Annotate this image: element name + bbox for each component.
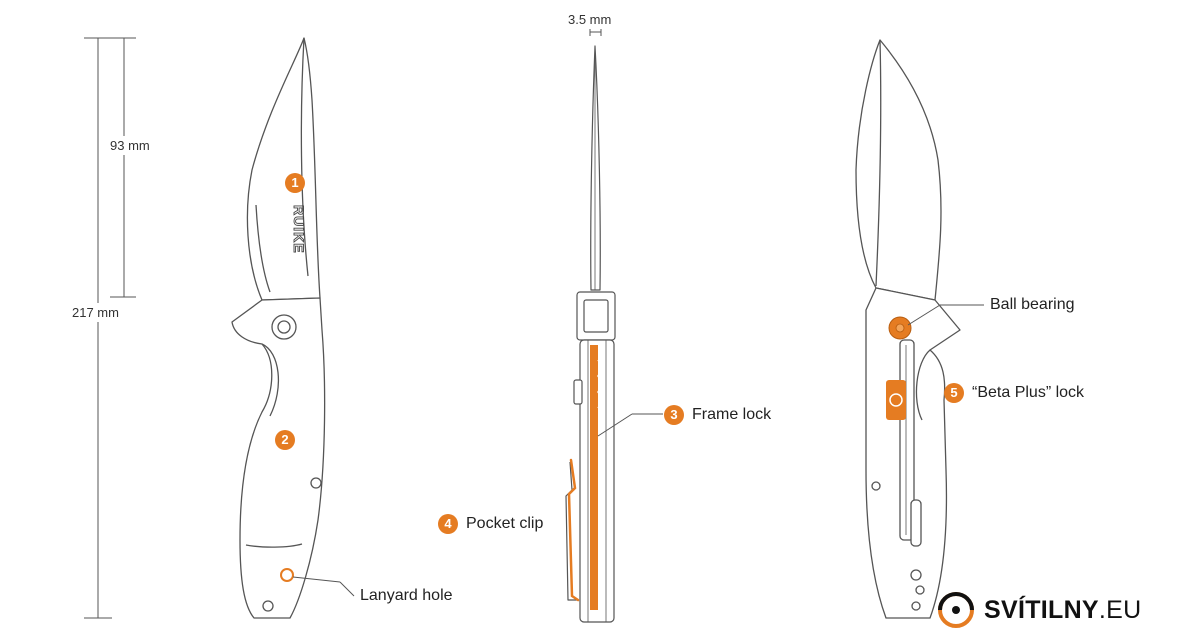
lanyard-leader bbox=[292, 576, 341, 583]
ball-bearing-leader bbox=[907, 304, 941, 326]
blade-length-label: 93 mm bbox=[110, 136, 150, 155]
handle-left bbox=[231, 297, 326, 619]
blade-left bbox=[246, 37, 321, 301]
frame-lock-cutout bbox=[597, 359, 604, 409]
callout-badge-4: 4 bbox=[438, 514, 458, 534]
lanyard-hole-marker bbox=[280, 568, 294, 582]
blade-right bbox=[855, 39, 942, 301]
callout-badge-3: 3 bbox=[664, 405, 684, 425]
blade-thickness-label: 3.5 mm bbox=[568, 10, 612, 29]
brand-name: SVÍTILNY.EU bbox=[984, 596, 1142, 625]
pocket-clip-label: Pocket clip bbox=[466, 515, 544, 532]
brand-name-bold: SVÍTILNY bbox=[984, 595, 1099, 624]
frame-lock-leader bbox=[597, 413, 633, 437]
beta-plus-lock-marker bbox=[886, 380, 906, 420]
knife-right-view bbox=[855, 39, 961, 619]
pocket-clip bbox=[567, 458, 580, 602]
blade-edge bbox=[590, 45, 601, 291]
frame-lock-label: Frame lock bbox=[692, 406, 772, 423]
dimension-lines bbox=[84, 37, 136, 619]
frame-lock-bar bbox=[590, 345, 598, 610]
overall-length-label: 217 mm bbox=[72, 303, 119, 322]
callout-badge-1: 1 bbox=[285, 173, 305, 193]
ball-bearing-label: Ball bearing bbox=[990, 296, 1075, 313]
blade-logo: RUIKE bbox=[291, 205, 307, 254]
callout-badge-5: 5 bbox=[944, 383, 964, 403]
brand-logo-icon bbox=[938, 592, 974, 628]
callout-badge-2: 2 bbox=[275, 430, 295, 450]
beta-plus-lock-label: “Beta Plus” lock bbox=[972, 384, 1085, 401]
brand-watermark: SVÍTILNY.EU bbox=[940, 588, 1142, 632]
knife-left-view bbox=[231, 37, 326, 619]
lanyard-hole-label: Lanyard hole bbox=[360, 587, 453, 604]
brand-name-suffix: .EU bbox=[1098, 595, 1142, 624]
